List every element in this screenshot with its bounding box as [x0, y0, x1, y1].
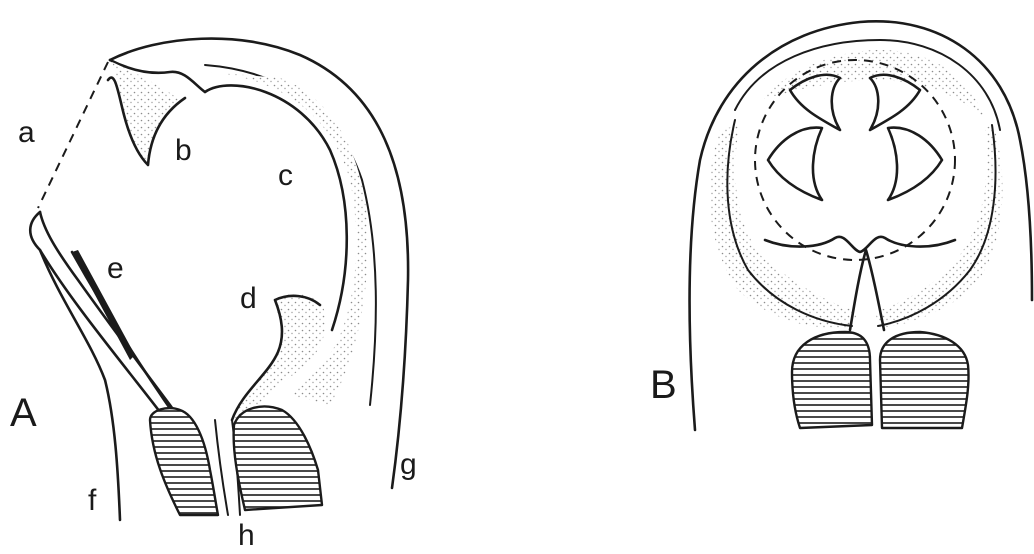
label-b: b — [175, 134, 192, 167]
tooth-lower-right — [888, 128, 942, 200]
label-c: c — [278, 159, 293, 192]
oesophagus-wall-left — [215, 420, 228, 515]
label-e: e — [107, 252, 124, 285]
ventral-outer-body-f — [40, 250, 120, 520]
muscle-block-b-left — [792, 332, 872, 428]
stippled-cap — [760, 50, 985, 120]
panel-a-drawing — [30, 39, 408, 520]
panel-b-drawing — [690, 21, 1032, 430]
muscle-block-left — [150, 408, 218, 515]
label-h: h — [238, 519, 255, 552]
dorsal-tooth-b — [112, 62, 180, 165]
ventral-lip-margin — [765, 237, 955, 252]
muscle-block-right — [234, 406, 322, 510]
mouth-opening-dashed-line — [38, 62, 108, 208]
panel-label-a: A — [10, 391, 37, 435]
label-d: d — [240, 282, 257, 315]
label-f: f — [88, 484, 97, 517]
tooth-lower-left — [768, 128, 822, 200]
tooth-upper-right — [870, 75, 920, 130]
label-a: a — [18, 116, 35, 149]
panel-label-b: B — [650, 363, 677, 407]
label-g: g — [400, 448, 417, 481]
muscle-block-b-right — [880, 332, 969, 428]
